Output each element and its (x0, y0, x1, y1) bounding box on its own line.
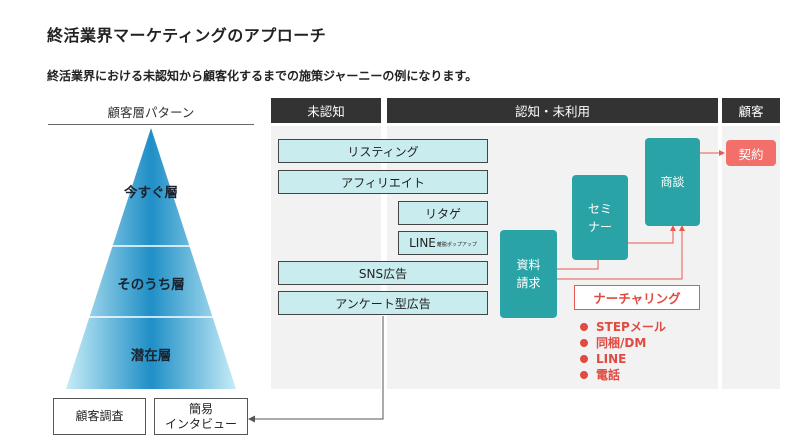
nurturing-item-label: 電話 (596, 368, 621, 382)
channel-sns-ads: SNS広告 (278, 261, 488, 285)
arrow-seminar-to-negotiation (628, 225, 676, 244)
pyramid-label-someday: そのうち層 (117, 277, 185, 293)
nurturing-item-label: 同梱/DM (596, 336, 647, 350)
nurturing-item: LINE (580, 351, 666, 367)
bullet-icon (580, 339, 588, 347)
column-header-unaware: 未認知 (271, 98, 381, 123)
pyramid-header: 顧客層パターン (48, 98, 254, 125)
nurturing-item: 同梱/DM (580, 335, 666, 351)
simple-interview-box: 簡易 インタビュー (154, 398, 248, 435)
arrow-to-interview (248, 316, 384, 423)
pyramid-label-latent: 潜在層 (130, 348, 172, 364)
bullet-icon (580, 355, 588, 363)
column-header-aware-unused: 認知・未利用 (387, 98, 718, 123)
customer-pyramid (66, 128, 236, 389)
nurturing-title: ナーチャリング (574, 285, 700, 310)
funnel-document-request: 資料 請求 (500, 230, 557, 318)
channel-line-label: LINE (409, 236, 436, 250)
customer-survey-box: 顧客調査 (53, 398, 146, 435)
customer-panel (722, 126, 780, 389)
column-header-customer: 顧客 (722, 98, 780, 123)
pyramid-label-now: 今すぐ層 (124, 185, 178, 201)
nurturing-item-label: LINE (596, 352, 627, 366)
bullet-icon (580, 323, 588, 331)
page-title: 終活業界マーケティングのアプローチ (47, 26, 327, 45)
nurturing-item: 電話 (580, 367, 666, 383)
nurturing-item-label: STEPメール (596, 320, 666, 334)
funnel-seminar: セミ ナー (572, 175, 628, 260)
channel-affiliate: アフィリエイト (278, 170, 488, 194)
channel-listing: リスティング (278, 139, 488, 163)
page-subtitle: 終活業界における未認知から顧客化するまでの施策ジャーニーの例になります。 (47, 69, 478, 83)
funnel-contract: 契約 (726, 140, 776, 166)
nurturing-list: STEPメール 同梱/DM LINE 電話 (580, 319, 666, 383)
nurturing-item: STEPメール (580, 319, 666, 335)
unaware-panel (271, 126, 381, 389)
pyramid-shape (66, 128, 236, 389)
channel-retargeting: リタゲ (398, 201, 488, 225)
bullet-icon (580, 371, 588, 379)
channel-survey-ads: アンケート型広告 (278, 291, 488, 315)
funnel-negotiation: 商談 (645, 138, 700, 226)
channel-line-sublabel: 離脱ポップアップ (436, 242, 477, 248)
arrow-doc-to-negotiation (557, 225, 685, 280)
